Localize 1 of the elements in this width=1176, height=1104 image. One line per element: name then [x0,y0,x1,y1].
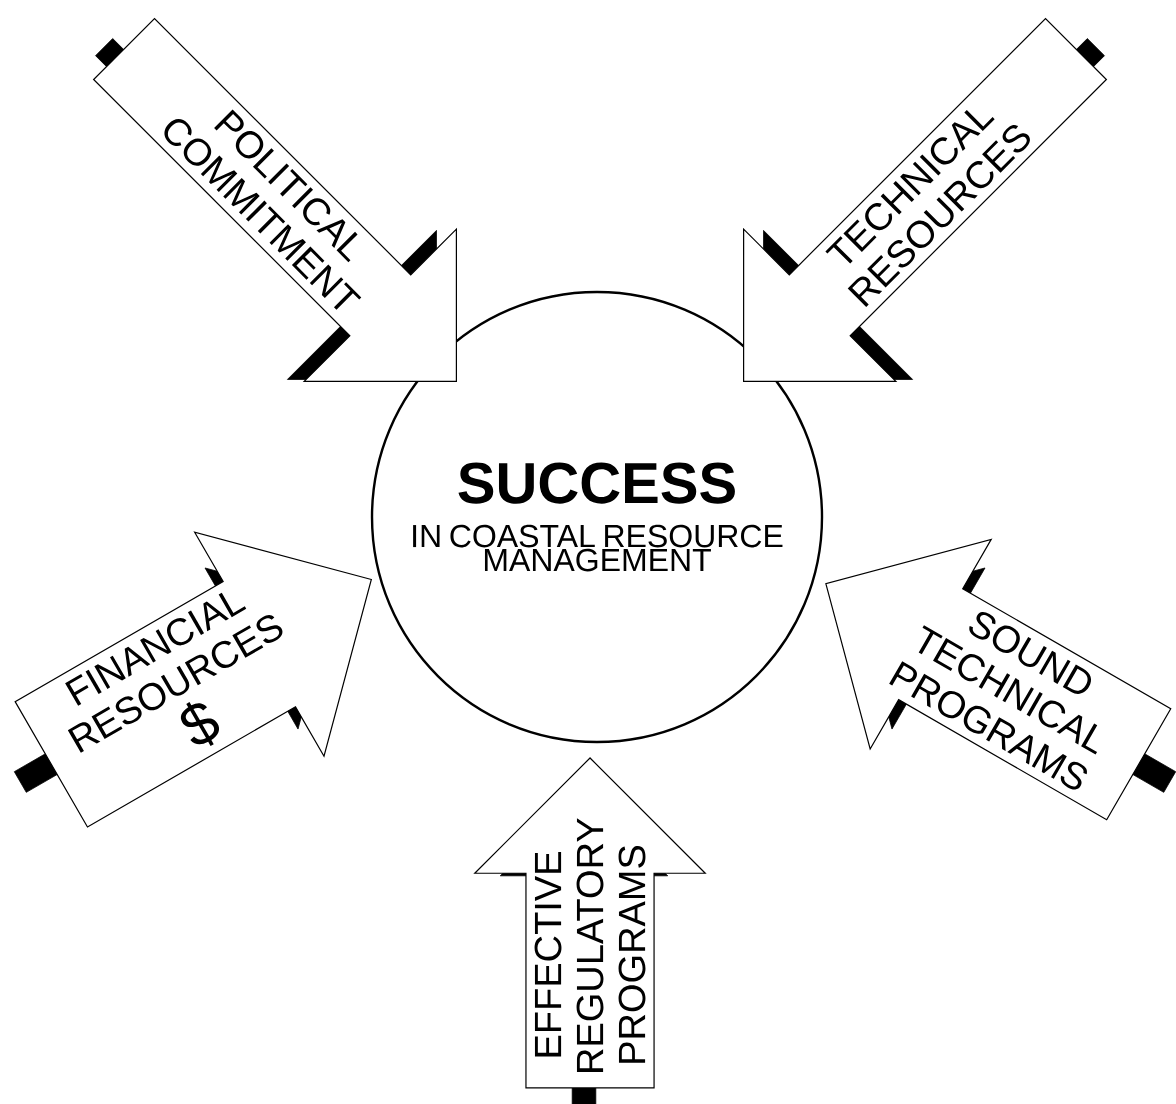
node-label: EFFECTIVE REGULATORY PROGRAMS [534,818,646,1072]
